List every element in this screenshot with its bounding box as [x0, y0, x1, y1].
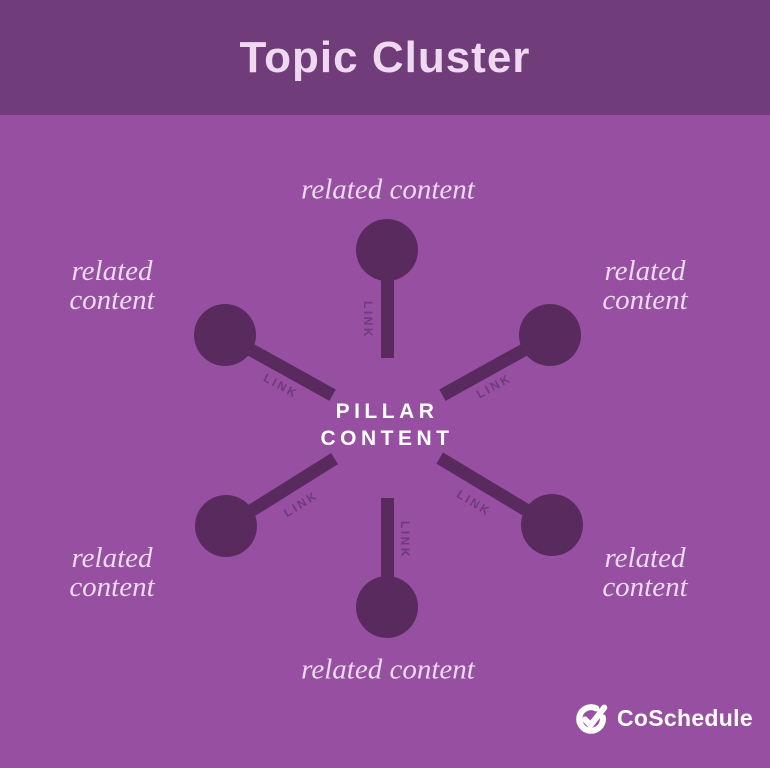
related-content-label-upper-right: related content [602, 255, 688, 316]
related-content-node-upper-left [194, 304, 256, 366]
related-content-label-upper-left: related content [69, 255, 155, 316]
related-content-label-lower-right: related content [602, 542, 688, 603]
link-label-top: LINK [361, 301, 375, 339]
page-title: Topic Cluster [239, 32, 531, 82]
circle-check-icon [575, 701, 609, 735]
related-content-node-bottom [356, 576, 418, 638]
pillar-content-line2: CONTENT [320, 427, 454, 450]
pillar-content-label: PILLAR CONTENT [321, 398, 454, 452]
link-label-bottom: LINK [398, 521, 412, 559]
related-content-node-top [356, 219, 418, 281]
coschedule-logo-text: CoSchedule [617, 704, 753, 731]
header-band: Topic Cluster [0, 0, 770, 115]
related-content-label-top: related content [301, 173, 475, 206]
pillar-content-line1: PILLAR [335, 400, 439, 423]
related-content-node-lower-left [195, 495, 257, 557]
coschedule-logo: CoSchedule [575, 701, 753, 735]
related-content-label-bottom: related content [301, 653, 475, 686]
related-content-node-lower-right [521, 494, 583, 556]
related-content-node-upper-right [519, 304, 581, 366]
related-content-label-lower-left: related content [69, 542, 155, 603]
